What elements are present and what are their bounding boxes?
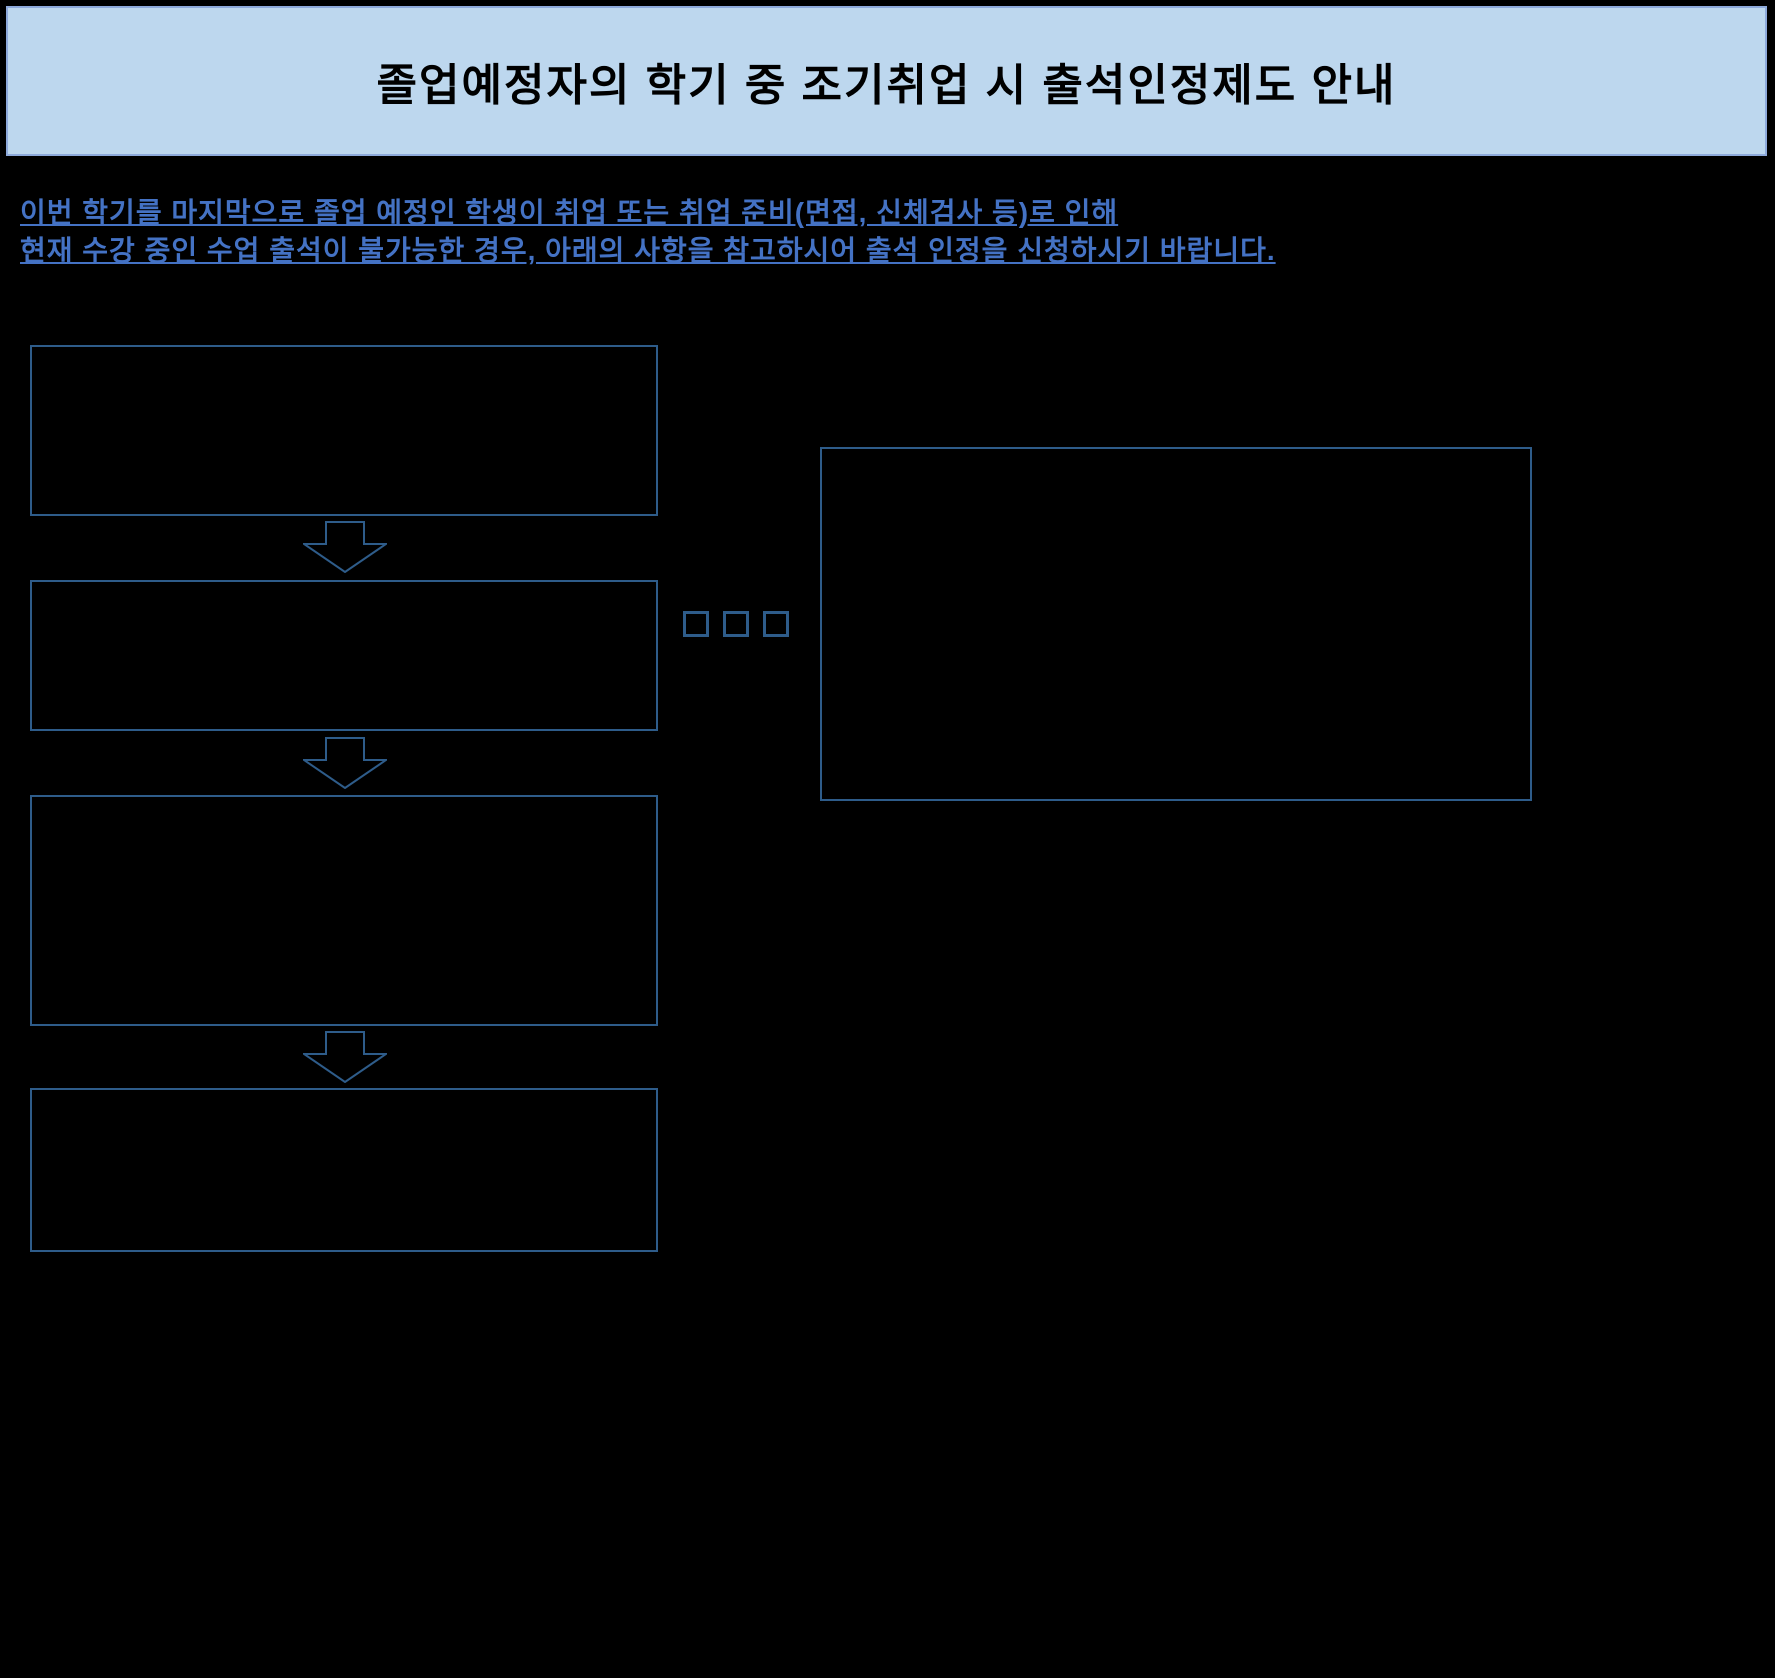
flow-step-1-box [30, 345, 658, 516]
separator-square [683, 611, 709, 637]
intro-line-1: 이번 학기를 마지막으로 졸업 예정인 학생이 취업 또는 취업 준비(면접, … [20, 197, 1119, 228]
separator-square [763, 611, 789, 637]
side-note-box [820, 447, 1532, 801]
down-arrow-icon [303, 1031, 387, 1083]
header-banner: 졸업예정자의 학기 중 조기취업 시 출석인정제도 안내 [6, 6, 1767, 156]
page-title: 졸업예정자의 학기 중 조기취업 시 출석인정제도 안내 [376, 61, 1397, 110]
intro-line-2: 현재 수강 중인 수업 출석이 불가능한 경우, 아래의 사항을 참고하시어 출… [20, 235, 1276, 266]
separator-square [723, 611, 749, 637]
flow-step-4-box [30, 1088, 658, 1252]
flow-step-2-box [30, 580, 658, 731]
intro-text: 이번 학기를 마지막으로 졸업 예정인 학생이 취업 또는 취업 준비(면접, … [20, 194, 1276, 270]
flow-step-3-box [30, 795, 658, 1026]
down-arrow-icon [303, 521, 387, 573]
down-arrow-icon [303, 737, 387, 789]
